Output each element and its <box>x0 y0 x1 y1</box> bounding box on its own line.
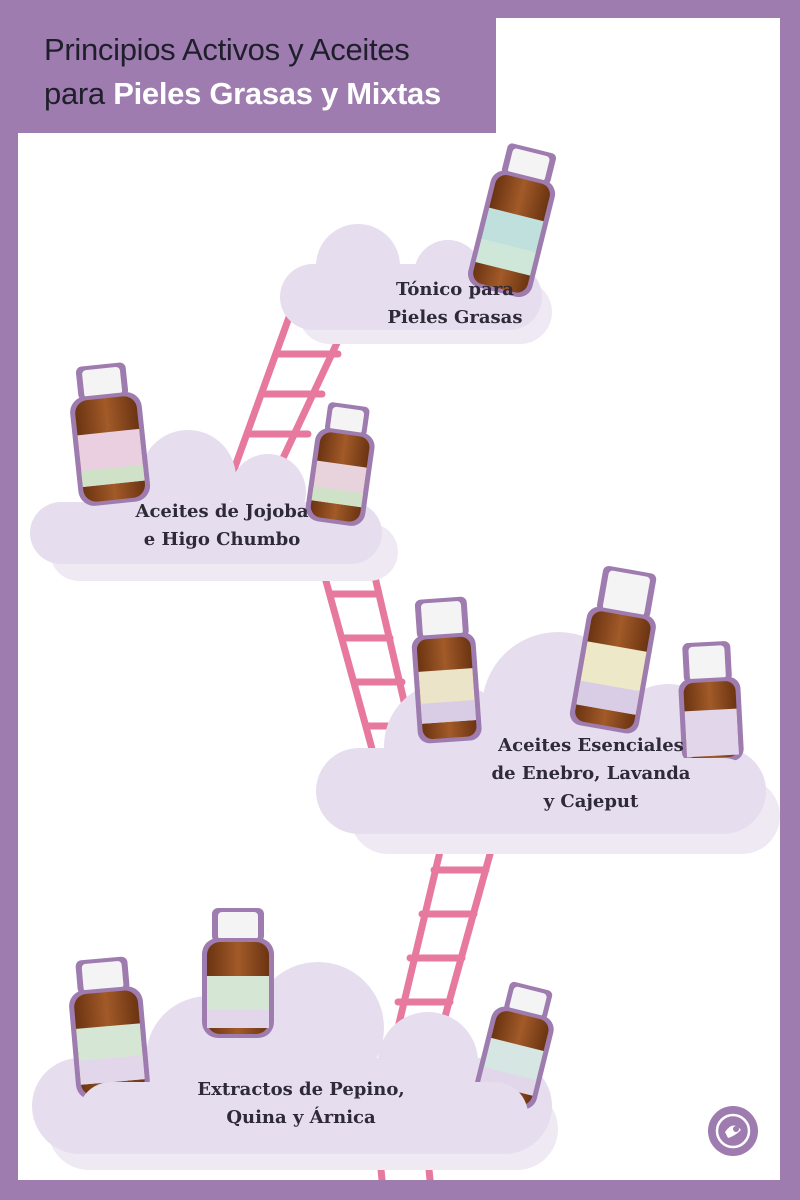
bottle-lavanda <box>569 565 657 734</box>
infographic-frame: Principios Activos y Aceites para Pieles… <box>18 18 780 1180</box>
brand-logo-icon <box>708 1106 758 1156</box>
bottle-higo-chumbo <box>305 402 375 526</box>
title-line-1: Principios Activos y Aceites <box>44 32 410 67</box>
step-label-tonico: Tónico para Pieles Grasas <box>387 279 523 328</box>
title-banner: Principios Activos y Aceites para Pieles… <box>18 18 496 133</box>
title-prefix: para <box>44 76 105 111</box>
title-line-2: para Pieles Grasas y Mixtas <box>44 76 441 112</box>
step-label-jojoba-higo: Aceites de Jojoba e Higo Chumbo <box>135 501 309 550</box>
title-highlight: Pieles Grasas y Mixtas <box>113 76 441 111</box>
step-label-esenciales: Aceites Esenciales de Enebro, Lavanda y … <box>491 735 691 812</box>
cloud-1 <box>280 224 552 344</box>
bottle-pepino <box>69 956 150 1100</box>
bottle-enebro <box>678 641 744 763</box>
bottle-cajeput <box>411 596 482 744</box>
bottle-arnica <box>474 981 554 1110</box>
step-label-extractos: Extractos de Pepino, Quina y Árnica <box>197 1079 405 1128</box>
illustration <box>30 143 780 1180</box>
cloud-3-front <box>358 758 758 828</box>
bottle-jojoba <box>70 362 151 506</box>
bottle-quina <box>202 908 274 1038</box>
cloud-4-front <box>78 1082 528 1148</box>
bottle-tonico <box>467 143 557 298</box>
